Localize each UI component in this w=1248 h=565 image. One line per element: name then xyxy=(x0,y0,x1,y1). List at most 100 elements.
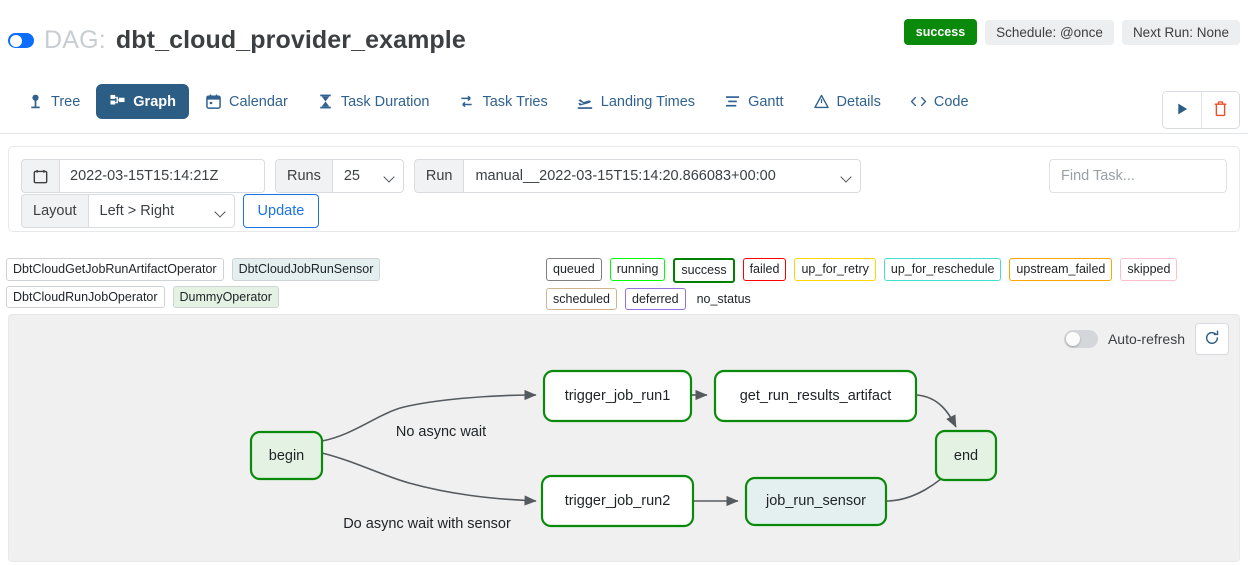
edge-begin-to-trigger-job-run2[interactable] xyxy=(321,452,537,506)
graph-icon xyxy=(109,93,126,110)
tab-tree[interactable]: Tree xyxy=(14,84,93,119)
graph-node-trigger-job-run1[interactable]: trigger_job_run1 xyxy=(542,369,693,423)
tab-label: Graph xyxy=(133,93,176,110)
status-chip-no-status[interactable]: no_status xyxy=(696,291,751,306)
tab-gantt[interactable]: Gantt xyxy=(711,84,796,119)
code-brackets-icon xyxy=(910,93,927,110)
edge-label-do-async-wait-with-sensor: Do async wait with sensor xyxy=(343,516,511,532)
graph-edges xyxy=(321,389,957,507)
operator-legend: DbtCloudGetJobRunArtifactOperator DbtClo… xyxy=(6,258,536,308)
refresh-icon xyxy=(1204,330,1220,349)
tab-code[interactable]: Code xyxy=(897,84,982,119)
status-chip-deferred[interactable]: deferred xyxy=(625,287,686,310)
update-button[interactable]: Update xyxy=(242,194,320,228)
find-task-input[interactable] xyxy=(1049,159,1227,193)
run-select-wrap: manual__2022-03-15T15:14:20.866083+00:00 xyxy=(463,159,862,193)
landing-plane-icon xyxy=(577,93,594,110)
tab-label: Landing Times xyxy=(600,93,696,110)
edge-begin-to-trigger-job-run1[interactable] xyxy=(321,389,537,442)
node-rect[interactable] xyxy=(540,474,695,528)
graph-node-trigger-job-run2[interactable]: trigger_job_run2 xyxy=(540,474,695,528)
schedule-badge[interactable]: Schedule: @once xyxy=(985,19,1114,45)
operator-chip[interactable]: DummyOperator xyxy=(172,285,279,308)
warning-triangle-icon xyxy=(813,93,830,110)
dag-prefix-label: DAG: xyxy=(44,26,106,54)
dag-name-label: dbt_cloud_provider_example xyxy=(115,26,466,54)
base-date-group: 2022-03-15T15:14:21Z xyxy=(21,159,265,193)
tab-label: Code xyxy=(933,93,969,110)
node-rect[interactable] xyxy=(249,430,324,481)
runs-select-wrap: 25 xyxy=(331,159,404,193)
tab-landing-times[interactable]: Landing Times xyxy=(564,84,708,119)
status-chip-failed[interactable]: failed xyxy=(742,258,787,281)
graph-node-begin[interactable]: begin xyxy=(249,430,324,481)
tab-graph[interactable]: Graph xyxy=(96,84,189,119)
run-select[interactable]: manual__2022-03-15T15:14:20.866083+00:00 xyxy=(463,159,862,193)
tab-calendar[interactable]: Calendar xyxy=(192,84,301,119)
layout-label: Layout xyxy=(21,194,88,228)
status-chip-running[interactable]: running xyxy=(609,258,666,281)
layout-group: Layout Left > Right xyxy=(21,194,235,228)
header-badges: success Schedule: @once Next Run: None xyxy=(903,19,1240,45)
trigger-dag-button[interactable] xyxy=(1163,92,1201,128)
gantt-icon xyxy=(724,93,741,110)
page-header: DAG: dbt_cloud_provider_example success … xyxy=(0,0,1248,72)
tab-task-duration[interactable]: Task Duration xyxy=(304,84,443,119)
status-chip-up-for-reschedule[interactable]: up_for_reschedule xyxy=(883,258,1002,281)
dag-filter-bar: 2022-03-15T15:14:21Z Runs 25 Run manual_… xyxy=(8,146,1240,232)
node-rect[interactable] xyxy=(542,369,693,423)
hourglass-icon xyxy=(317,93,334,110)
edge-get-run-results-artifact-to-end[interactable] xyxy=(916,394,957,428)
filter-row-primary: 2022-03-15T15:14:21Z Runs 25 Run manual_… xyxy=(21,159,862,193)
filter-row-secondary: Layout Left > Right Update xyxy=(21,194,320,228)
tab-label: Task Duration xyxy=(340,93,430,110)
runs-select[interactable]: 25 xyxy=(331,159,404,193)
auto-refresh-toggle[interactable] xyxy=(1063,330,1098,348)
status-chip-upstream-failed[interactable]: upstream_failed xyxy=(1009,258,1113,281)
graph-node-get-run-results-artifact[interactable]: get_run_results_artifact xyxy=(713,369,918,423)
operator-chip[interactable]: DbtCloudRunJobOperator xyxy=(6,285,165,308)
status-chip-success[interactable]: success xyxy=(673,258,735,283)
tab-task-tries[interactable]: Task Tries xyxy=(445,84,560,119)
tab-label: Calendar xyxy=(228,93,288,110)
layout-select[interactable]: Left > Right xyxy=(87,194,235,228)
node-label: begin xyxy=(269,448,304,464)
tab-label: Task Tries xyxy=(482,93,548,110)
runs-group: Runs 25 xyxy=(275,159,404,193)
graph-edge-labels: No async wait Do async wait with sensor xyxy=(343,424,511,532)
node-label: trigger_job_run1 xyxy=(565,388,671,404)
node-label: get_run_results_artifact xyxy=(740,388,892,404)
refresh-button[interactable] xyxy=(1195,323,1229,355)
trash-icon xyxy=(1213,100,1228,120)
node-rect[interactable] xyxy=(713,369,918,423)
retry-icon xyxy=(458,93,475,110)
status-chip-up-for-retry[interactable]: up_for_retry xyxy=(794,258,876,281)
node-rect[interactable] xyxy=(744,476,888,527)
status-legend: queued running success failed up_for_ret… xyxy=(546,258,1246,310)
status-badge: success xyxy=(903,19,978,45)
node-label: end xyxy=(954,448,978,464)
operator-chip[interactable]: DbtCloudJobRunSensor xyxy=(231,258,381,281)
calendar-icon[interactable] xyxy=(21,159,59,193)
dag-action-buttons xyxy=(1162,91,1240,129)
status-chip-skipped[interactable]: skipped xyxy=(1120,258,1178,281)
dag-graph-svg: No async wait Do async wait with sensor … xyxy=(249,369,998,532)
tab-label: Details xyxy=(836,93,881,110)
layout-select-wrap: Left > Right xyxy=(87,194,235,228)
status-chip-scheduled[interactable]: scheduled xyxy=(546,287,617,310)
tab-label: Gantt xyxy=(748,93,784,110)
node-rect[interactable] xyxy=(934,429,998,482)
tab-details[interactable]: Details xyxy=(800,84,894,119)
operator-chip[interactable]: DbtCloudGetJobRunArtifactOperator xyxy=(6,258,224,281)
graph-toolbar: Auto-refresh xyxy=(1063,323,1229,355)
graph-node-end[interactable]: end xyxy=(934,429,998,482)
dag-pause-toggle[interactable] xyxy=(8,33,34,48)
delete-dag-button[interactable] xyxy=(1201,92,1239,128)
page-title: DAG: dbt_cloud_provider_example xyxy=(8,26,466,55)
status-chip-queued[interactable]: queued xyxy=(546,258,602,281)
dag-view-tabs: Tree Graph Calendar Task Duration xyxy=(0,78,1248,134)
dag-graph-canvas[interactable]: Auto-refresh xyxy=(8,314,1240,562)
base-date-input[interactable]: 2022-03-15T15:14:21Z xyxy=(59,159,265,193)
graph-node-job-run-sensor[interactable]: job_run_sensor xyxy=(744,476,888,527)
